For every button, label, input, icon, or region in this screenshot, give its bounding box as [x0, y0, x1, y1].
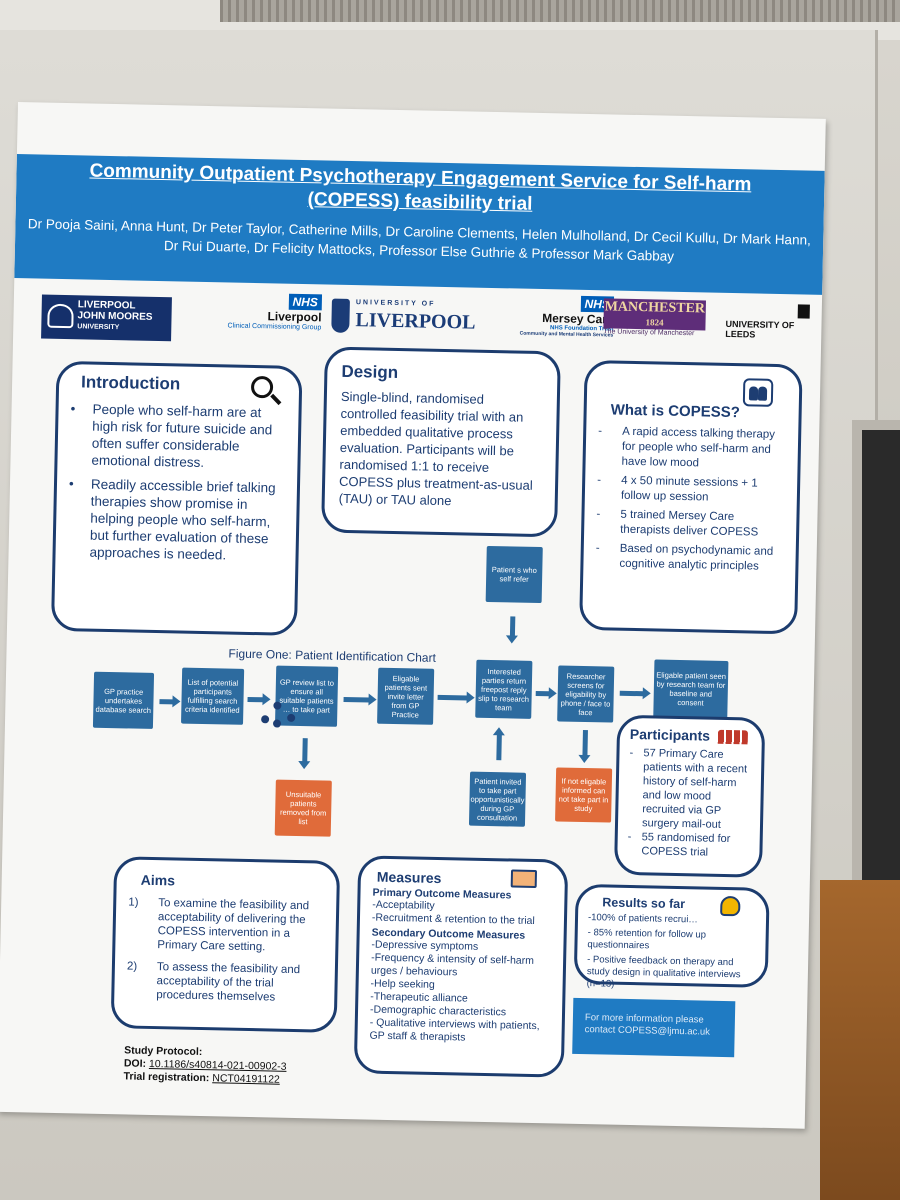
trial-link[interactable]: NCT04191122 [212, 1072, 280, 1086]
secondary-item: -Frequency & intensity of self-harm urge… [370, 951, 535, 979]
ccg-sub: Clinical Commissioning Group [227, 322, 322, 332]
list-item: 57 Primary Care patients with a recent h… [628, 746, 752, 833]
aims-heading: Aims [140, 871, 176, 889]
list-item: Based on psychodynamic and cognitive ana… [595, 541, 784, 575]
arrow-down [582, 729, 588, 757]
manchester-name: MANCHESTER [604, 299, 706, 317]
manchester-wordmark: MANCHESTER 1824 [603, 298, 706, 331]
contact-info: For more information please contact COPE… [572, 997, 736, 1058]
list-item: 5 trained Mersey Care therapists deliver… [596, 507, 785, 541]
results-box: Results so far -100% of patients recrui…… [573, 883, 770, 990]
network-icon [259, 697, 300, 728]
result-item: - Positive feedback on therapy and study… [586, 954, 741, 990]
list-item: Readily accessible brief talking therapi… [67, 475, 285, 565]
arrow-right [159, 699, 174, 705]
trial-line: Trial registration: NCT04191122 [123, 1070, 286, 1086]
people-icon [742, 378, 774, 407]
university-of-leeds-logo: UNIVERSITY OF LEEDS [725, 304, 821, 341]
arrow-right [535, 690, 550, 697]
arrow-right [343, 696, 370, 703]
what-is-copess-box: What is COPESS? A rapid access talking t… [579, 359, 803, 635]
leeds-mark-icon [797, 304, 810, 319]
participants-box: Participants 57 Primary Care patients wi… [613, 714, 766, 878]
primary-item: -Recruitment & retention to the trial [371, 911, 535, 928]
flow-seen-by-team: Eligable patient seen by research team f… [653, 659, 729, 719]
aims-list: 1) To examine the feasibility and accepta… [126, 895, 324, 1005]
aim-number: 2) [126, 960, 138, 973]
measures-box: Measures Primary Outcome Measures -Accep… [353, 855, 569, 1078]
arrow-up [496, 734, 502, 761]
flow-list-identified: List of potential participants fulfillin… [181, 667, 245, 725]
arrow-right [619, 690, 644, 697]
clipboard-icon [510, 869, 538, 889]
people-group-icon [717, 729, 748, 745]
trial-label: Trial registration: [123, 1070, 210, 1085]
magnifier-icon [250, 375, 274, 399]
study-protocol: Study Protocol: DOI: 10.1186/s40814-021-… [123, 1044, 286, 1086]
list-item: A rapid access talking therapy for peopl… [597, 424, 786, 473]
head-idea-icon [720, 895, 741, 917]
result-item: - 85% retention for follow up questionna… [587, 927, 707, 952]
aim-text: To assess the feasibility and acceptabil… [156, 961, 301, 1004]
mersey-care-logo: NHS Mersey Care NHS Foundation Trust Com… [493, 294, 615, 339]
arrow-down [509, 616, 516, 637]
bird-emblem-icon [47, 303, 74, 329]
secondary-item: - Qualitative interviews with patients, … [369, 1016, 540, 1044]
mersey-sub2: Community and Mental Health Services [519, 330, 614, 339]
flow-researcher-screens: Researcher screens for eligability by ph… [557, 665, 615, 723]
poster-authors: Dr Pooja Saini, Anna Hunt, Dr Peter Tayl… [27, 216, 811, 264]
list-item: 2) To assess the feasibility and acceptab… [126, 959, 323, 1005]
aim-number: 1) [128, 896, 139, 909]
flow-self-refer: Patient s who self refer [485, 545, 543, 604]
design-text: Single-blind, randomised controlled feas… [338, 388, 533, 509]
participants-list: 57 Primary Care patients with a recent h… [627, 746, 751, 861]
introduction-box: Introduction People who self-harm are at… [50, 360, 303, 636]
flow-opportunistic: Patient invited to take part opportunist… [468, 771, 527, 827]
ljmu-logo: LIVERPOOL JOHN MOORES UNIVERSITY [41, 294, 172, 342]
aims-box: Aims 1) To examine the feasibility and ac… [110, 856, 341, 1033]
list-item: 4 x 50 minute sessions + 1 follow up ses… [597, 473, 786, 507]
poster-header: Community Outpatient Psychotherapy Engag… [14, 153, 825, 295]
arrow-right [437, 694, 468, 701]
university-of-liverpool-logo: UNIVERSITY OF LIVERPOOL [331, 298, 476, 342]
manchester-sub: The University of Manchester [603, 328, 695, 338]
poster-title: Community Outpatient Psychotherapy Engag… [89, 160, 752, 215]
arrow-down [302, 738, 308, 763]
ljmu-line-3: UNIVERSITY [77, 323, 120, 332]
flow-not-eligible: If not eligable informed can not take pa… [555, 767, 613, 823]
list-item: 1) To examine the feasibility and accepta… [127, 895, 324, 955]
list-item: People who self-harm are at high risk fo… [69, 400, 286, 473]
nhs-liverpool-ccg-logo: NHS Liverpool Clinical Commissioning Gro… [211, 292, 323, 332]
uol-big: LIVERPOOL [355, 309, 476, 334]
crest-icon [331, 298, 350, 333]
poster: Community Outpatient Psychotherapy Engag… [0, 102, 826, 1129]
dark-panel [862, 430, 900, 890]
copess-list: A rapid access talking therapy for peopl… [595, 424, 786, 575]
doi-label: DOI: [123, 1057, 147, 1070]
flow-invite-letter: Eligable patients sent invite letter fro… [377, 667, 435, 725]
aim-text: To examine the feasibility and acceptabi… [157, 897, 310, 954]
introduction-list: People who self-harm are at high risk fo… [67, 400, 286, 564]
figure-title: Figure One: Patient Identification Chart [228, 646, 437, 665]
wooden-floor [820, 880, 900, 1200]
flow-reply-slip: Interested parties return freepost reply… [475, 659, 533, 719]
flow-gp-search: GP practice undertakes database search [92, 671, 155, 729]
nhs-badge: NHS [288, 293, 323, 311]
design-heading: Design [341, 361, 399, 383]
list-item: 55 randomised for COPESS trial [627, 830, 750, 861]
ceiling-beam [220, 0, 900, 22]
uol-small: UNIVERSITY OF [355, 299, 436, 308]
leeds-name: UNIVERSITY OF LEEDS [725, 318, 795, 340]
flow-unsuitable: Unsuitable patients removed from list [274, 779, 332, 837]
design-box: Design Single-blind, randomised controll… [321, 346, 561, 538]
university-of-manchester-logo: MANCHESTER 1824 The University of Manche… [603, 298, 706, 346]
